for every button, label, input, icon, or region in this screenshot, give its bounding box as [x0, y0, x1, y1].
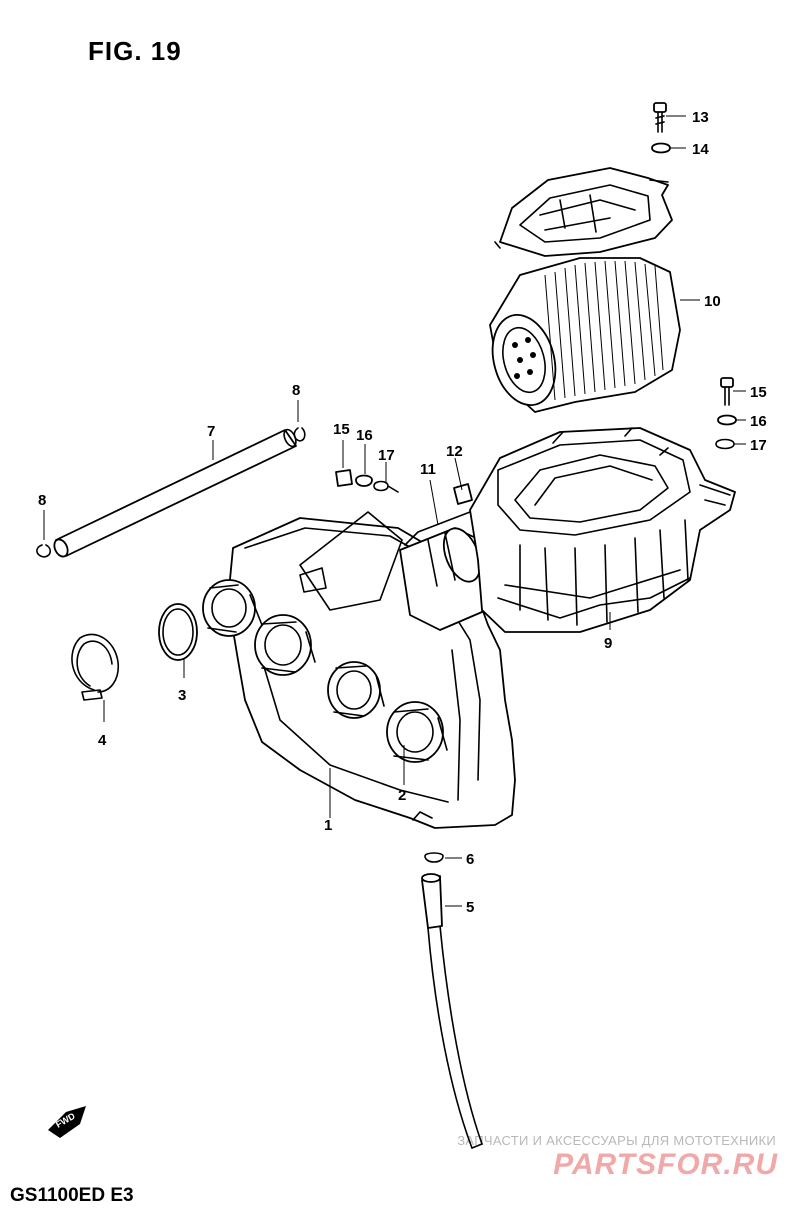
leader-lines: [43, 115, 746, 907]
watermark-logo: PARTSFOR.RU: [553, 1148, 778, 1181]
callout-7: 7: [207, 423, 215, 440]
watermark-caption: ЗАПЧАСТИ И АКСЕССУАРЫ ДЛЯ МОТОТЕХНИКИ: [457, 1133, 776, 1148]
hardware: [335, 102, 737, 505]
drain-hose: [421, 852, 483, 1149]
filter-cover: [494, 167, 673, 257]
callout-15b: 15: [750, 384, 767, 401]
breather-hose: [36, 427, 306, 558]
callouts: 1 2 3 4 5 6 7 8 8 9 10 11 12 13 14 15 16…: [38, 109, 767, 916]
air-cleaner-case: [469, 427, 736, 633]
callout-14: 14: [692, 141, 709, 158]
callout-4: 4: [98, 732, 107, 749]
callout-16b: 16: [750, 413, 767, 430]
callout-8a: 8: [292, 382, 300, 399]
hose-clamp: [71, 633, 120, 701]
callout-9: 9: [604, 635, 612, 652]
callout-3: 3: [178, 687, 186, 704]
callout-17a: 17: [378, 447, 395, 464]
callout-11: 11: [420, 461, 436, 478]
callout-1: 1: [324, 817, 332, 834]
fwd-arrow: FWD: [48, 1106, 86, 1138]
callout-2: 2: [398, 787, 406, 804]
callout-6: 6: [466, 851, 474, 868]
model-code: GS1100ED E3: [10, 1185, 134, 1206]
callout-17b: 17: [750, 437, 767, 454]
seal-ring: [158, 603, 198, 661]
callout-12: 12: [446, 443, 463, 460]
callout-8b: 8: [38, 492, 46, 509]
filter-element: [489, 257, 681, 413]
figure-title: FIG. 19: [88, 36, 182, 66]
callout-13: 13: [692, 109, 709, 126]
callout-15a: 15: [333, 421, 350, 438]
callout-5: 5: [466, 899, 474, 916]
callout-16a: 16: [356, 427, 373, 444]
callout-10: 10: [704, 293, 721, 310]
intake-sockets: [202, 579, 448, 763]
